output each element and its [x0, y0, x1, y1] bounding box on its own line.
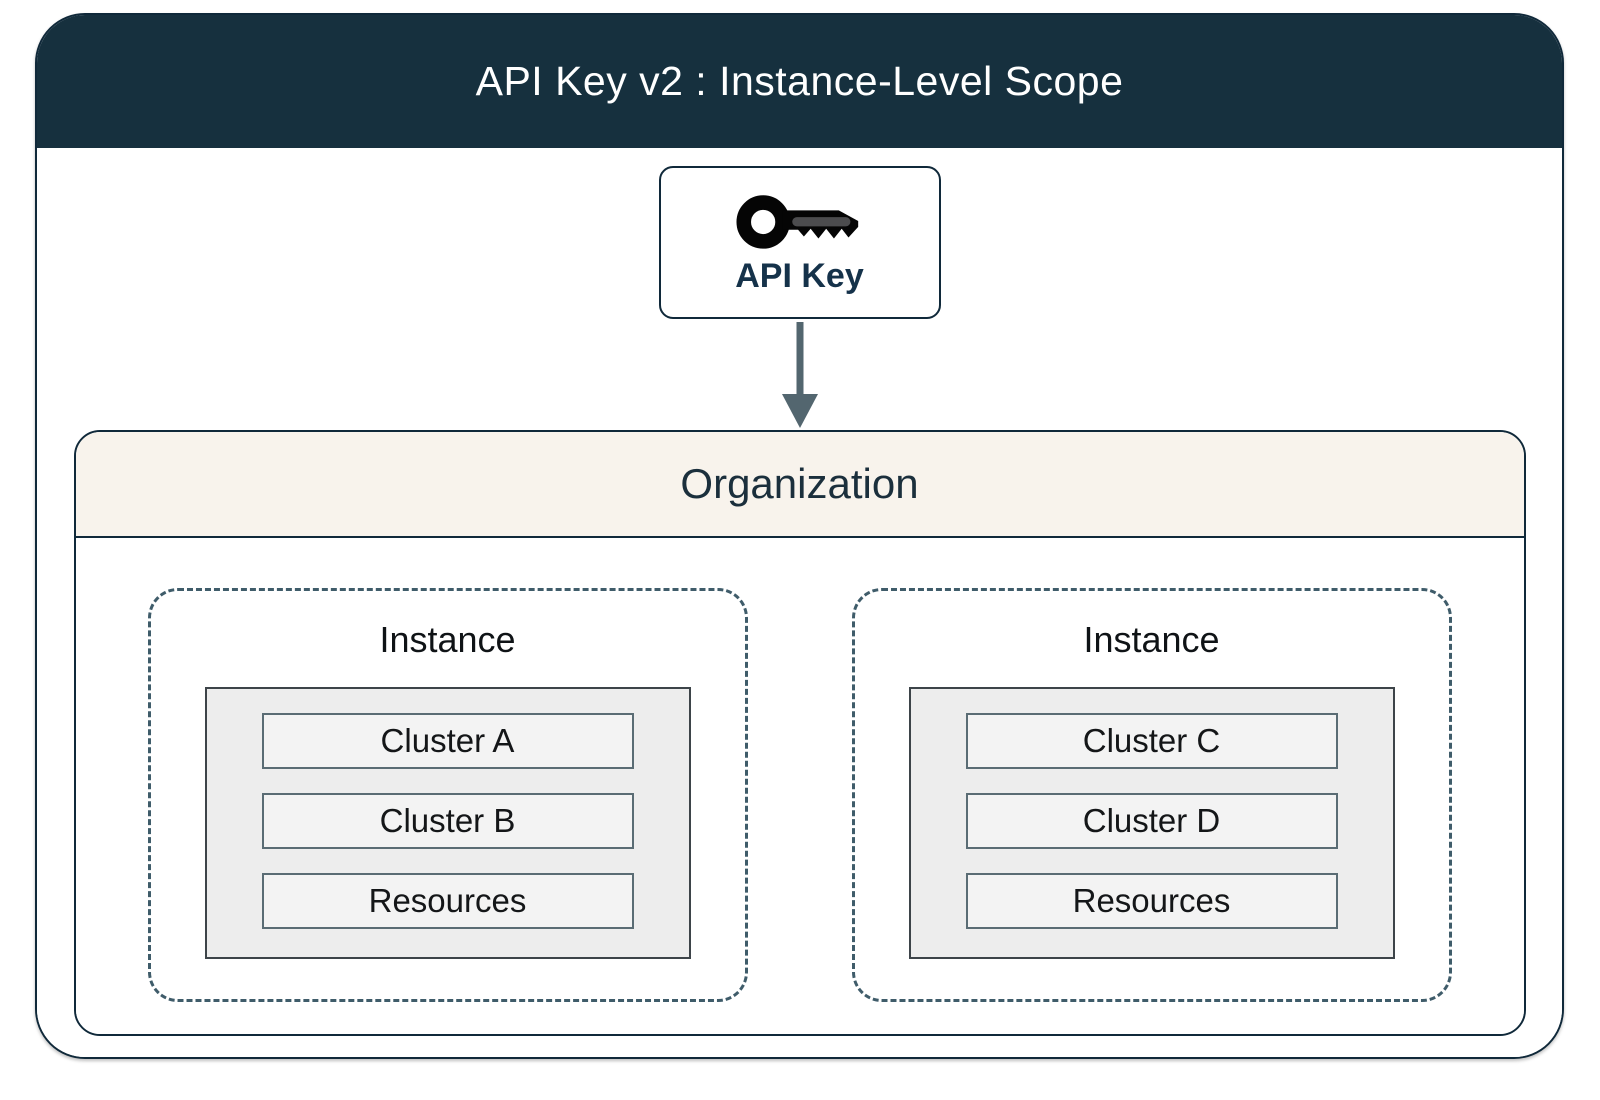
api-key-card: API Key [658, 166, 941, 319]
diagram-title-bar: API Key v2 : Instance-Level Scope [37, 15, 1562, 148]
instance-box-right: Instance Cluster C Cluster D Resources [851, 588, 1452, 1002]
diagram-title: API Key v2 : Instance-Level Scope [475, 58, 1124, 104]
api-key-label: API Key [735, 257, 864, 295]
cluster-c-box: Cluster C [965, 713, 1338, 769]
organization-header: Organization [75, 432, 1524, 538]
cluster-a-box: Cluster A [261, 713, 634, 769]
cluster-b-box: Cluster B [261, 793, 634, 849]
arrow-down-icon [781, 322, 818, 428]
diagram-content: API Key Organization Instance Cluster A … [37, 148, 1562, 1057]
key-icon [735, 195, 858, 249]
instance-label: Instance [379, 619, 516, 660]
instance-box-left: Instance Cluster A Cluster B Resources [147, 588, 748, 1002]
organization-box: Organization Instance Cluster A Cluster … [73, 430, 1526, 1036]
cluster-stack-right: Cluster C Cluster D Resources [908, 687, 1395, 959]
organization-body: Instance Cluster A Cluster B Resources I… [75, 538, 1524, 1034]
cluster-stack-left: Cluster A Cluster B Resources [204, 687, 691, 959]
organization-title: Organization [680, 460, 919, 507]
cluster-d-box: Cluster D [965, 793, 1338, 849]
resources-box-left: Resources [261, 873, 634, 929]
diagram-panel: API Key v2 : Instance-Level Scope API Ke… [35, 13, 1564, 1059]
instance-label: Instance [1083, 619, 1220, 660]
resources-box-right: Resources [965, 873, 1338, 929]
